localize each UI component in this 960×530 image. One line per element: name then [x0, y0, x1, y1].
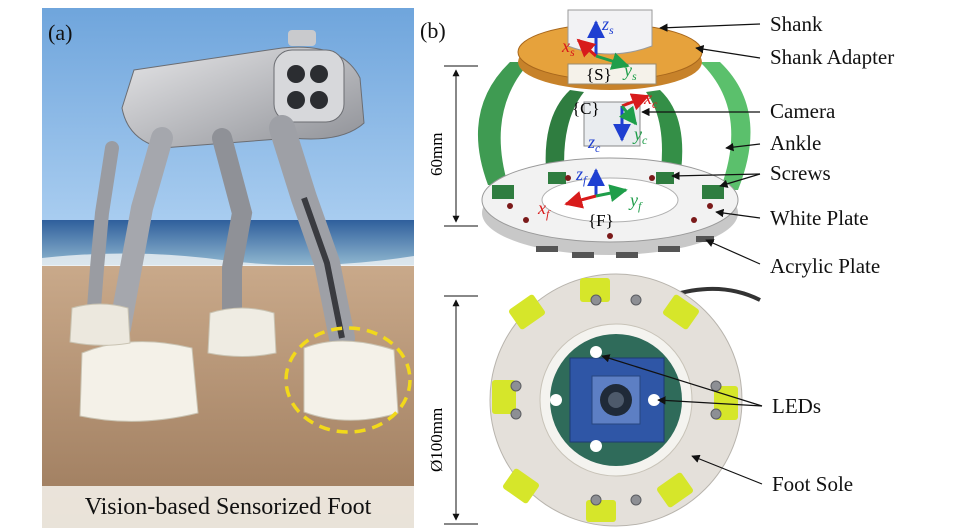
panel-a-tag: (a)	[48, 20, 73, 45]
svg-text:xf: xf	[537, 198, 551, 221]
foot-sole-view	[489, 273, 761, 527]
svg-text:yf: yf	[628, 190, 643, 213]
label-shank: Shank	[770, 12, 823, 36]
frame-shank	[576, 20, 630, 70]
label-foot-sole: Foot Sole	[772, 472, 854, 496]
svg-text:ys: ys	[622, 60, 637, 83]
foot-diagram: zs xs ys xc yc zc zf xf yf {S} {C} {F} 6…	[427, 9, 763, 527]
svg-text:60mm: 60mm	[427, 133, 446, 176]
label-white-plate: White Plate	[770, 206, 869, 230]
frame-c-label: {C}	[572, 99, 600, 118]
frame-s-label: {S}	[586, 65, 612, 84]
frame-f-label: {F}	[588, 211, 614, 230]
label-screws: Screws	[770, 161, 831, 185]
highlight-circle	[284, 326, 412, 434]
svg-text:zc: zc	[587, 132, 601, 155]
panel-b-tag: (b)	[420, 18, 446, 43]
robot-photo-panel: (a) Vision-based Sensorized Foot	[42, 8, 414, 528]
acrylic-plate	[536, 236, 714, 258]
label-leds: LEDs	[772, 394, 821, 418]
svg-text:xc: xc	[643, 88, 658, 111]
label-ankle: Ankle	[770, 131, 822, 155]
frame-camera	[613, 93, 650, 142]
dimension-100mm: Ø100mm	[427, 295, 478, 525]
svg-text:zs: zs	[601, 14, 614, 37]
svg-text:yc: yc	[632, 124, 648, 147]
svg-text:zf: zf	[575, 164, 588, 187]
frame-foot	[564, 168, 628, 209]
label-acrylic-plate: Acrylic Plate	[770, 254, 881, 278]
leader-lines	[601, 23, 763, 485]
label-camera: Camera	[770, 99, 836, 123]
robot-photo	[42, 8, 414, 528]
dimension-60mm: 60mm	[427, 65, 478, 227]
svg-text:xs: xs	[561, 36, 575, 59]
label-shank-adapter: Shank Adapter	[770, 45, 895, 69]
svg-text:Ø100mm: Ø100mm	[427, 408, 446, 472]
panel-a-caption: Vision-based Sensorized Foot	[42, 486, 414, 528]
